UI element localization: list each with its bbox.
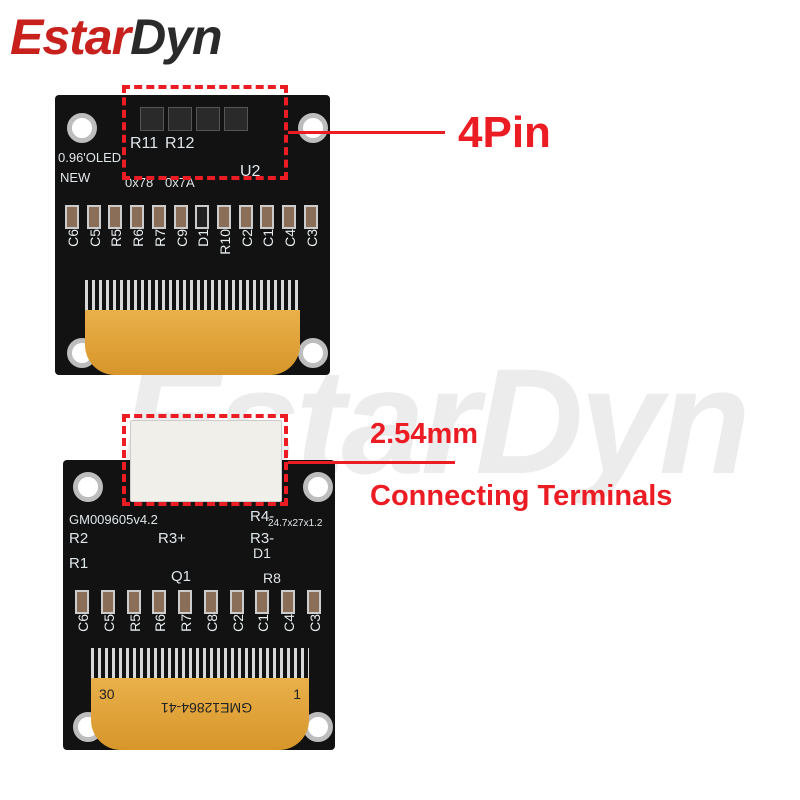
terminal-highlight-box (122, 414, 288, 506)
logo-part1: Estar (10, 9, 131, 65)
pin-highlight-box (122, 85, 288, 180)
mount-hole (73, 472, 103, 502)
component-label: R5 (108, 229, 125, 247)
mount-hole (298, 113, 328, 143)
component-label: C2 (229, 614, 246, 632)
component-label: C9 (173, 229, 190, 247)
callout-line (288, 131, 445, 134)
silk-r4-minus: R4- (250, 508, 275, 525)
component-label: R5 (126, 614, 143, 632)
component-label: C4 (281, 614, 298, 632)
component-label: C1 (260, 229, 277, 247)
silk-r12: R12 (165, 135, 195, 152)
fpc-pins (91, 648, 309, 678)
fpc-pins (85, 280, 300, 310)
silk-dimensions: 24.7x27x1.2 (268, 518, 323, 529)
fpc-pin1: 1 (293, 686, 301, 702)
component-label: C5 (100, 614, 117, 632)
silk-q1: Q1 (171, 568, 192, 585)
silk-r1: R1 (69, 555, 89, 572)
mount-hole (303, 472, 333, 502)
oled-board-back: GM009605v4.2 R2 R1 R3+ R4- 24.7x27x1.2 R… (63, 460, 335, 750)
silk-d1: D1 (253, 545, 271, 561)
component-label: D1 (195, 229, 212, 247)
component-label: R7 (151, 229, 168, 247)
component-row: C6 C5 R5 R6 R7 C8 C2 C1 C4 C3 (75, 590, 323, 632)
silk-new: NEW (60, 170, 91, 185)
silk-r11: R11 (130, 135, 159, 152)
silk-r2: R2 (69, 530, 89, 547)
silk-model: GM009605v4.2 (69, 512, 158, 527)
component-label: C2 (238, 229, 255, 247)
fpc-pin30: 30 (99, 686, 115, 702)
silk-r3-plus: R3+ (158, 530, 186, 547)
component-label: C3 (306, 614, 323, 632)
component-row: C6 C5 R5 R6 R7 C9 D1 R10 C2 C1 C4 C3 (65, 205, 320, 255)
callout-4pin: 4Pin (458, 108, 551, 157)
callout-line (288, 461, 455, 464)
mount-hole (298, 338, 328, 368)
mount-hole (67, 113, 97, 143)
component-label: C3 (303, 229, 320, 247)
component-label: C1 (255, 614, 272, 632)
fpc-model: GME12864-41 (161, 700, 253, 716)
callout-pitch: 2.54mm (370, 418, 479, 450)
component-label: R6 (130, 229, 147, 247)
component-label: C6 (75, 614, 91, 632)
callout-terminals: Connecting Terminals (370, 480, 673, 512)
brand-logo: EstarDyn (10, 8, 223, 66)
component-label: R6 (152, 614, 169, 632)
fpc-ribbon (85, 310, 300, 375)
silk-model: 0.96'OLED (58, 150, 122, 165)
fpc-ribbon: 30 1 GME12864-41 (91, 678, 309, 750)
component-label: C6 (65, 229, 81, 247)
component-label: R7 (178, 614, 195, 632)
silk-r8: R8 (263, 570, 281, 586)
component-label: C5 (86, 229, 103, 247)
component-label: R10 (217, 229, 234, 255)
pin-header (140, 107, 248, 131)
logo-part2: Dyn (130, 9, 222, 65)
component-label: C8 (203, 614, 220, 632)
silk-r3-minus: R3- (250, 530, 275, 547)
component-label: C4 (282, 229, 299, 247)
silk-u2: U2 (240, 163, 261, 180)
jst-connector (130, 420, 282, 502)
